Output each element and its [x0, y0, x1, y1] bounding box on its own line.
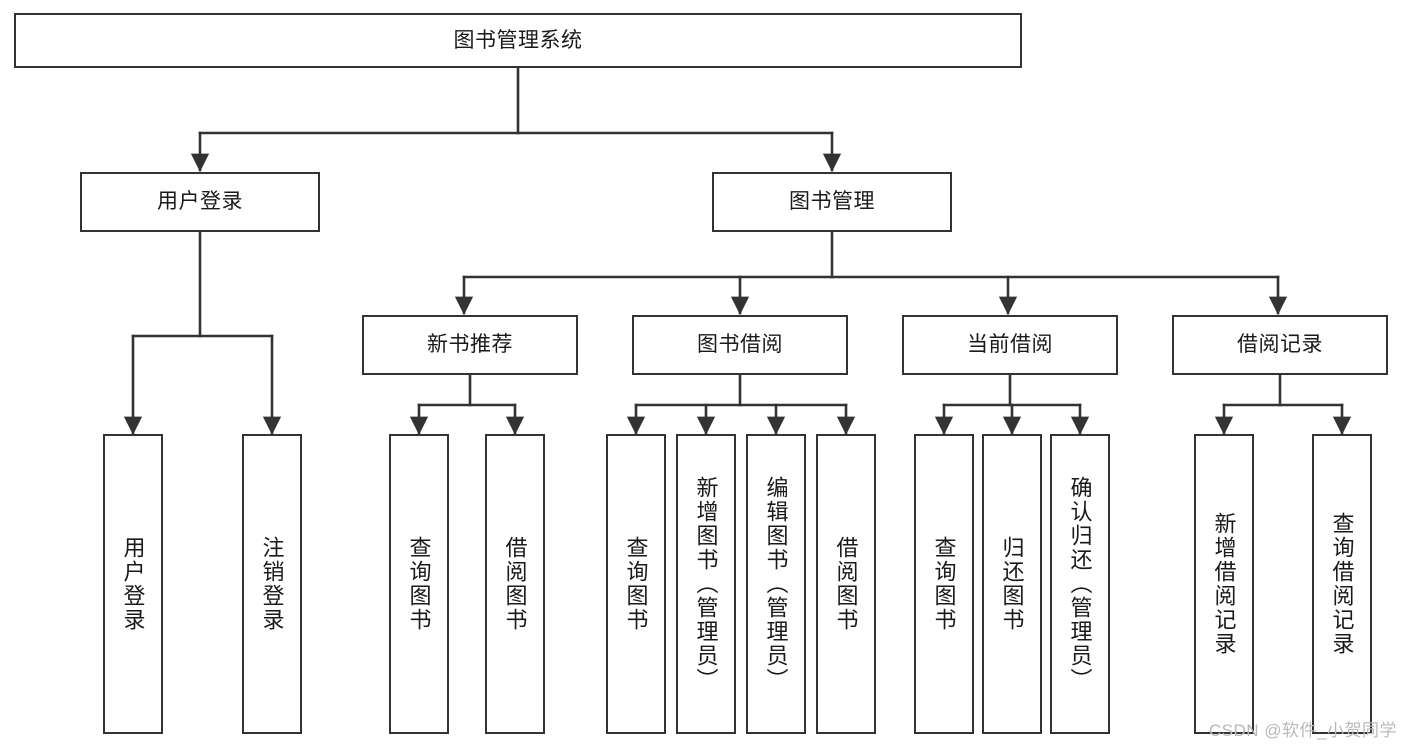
- leaf-book-borrow-add-book-admin[interactable]: 新增图书（管理员）: [676, 434, 736, 734]
- leaf-book-borrow-edit-book-admin[interactable]: 编辑图书（管理员）: [746, 434, 806, 734]
- leaf-current-borrow-confirm-return-admin[interactable]: 确认归还（管理员）: [1050, 434, 1110, 734]
- node-new-book-recommend[interactable]: 新书推荐: [362, 315, 578, 375]
- leaf-user-login-logout[interactable]: 注销登录: [242, 434, 302, 734]
- node-book-borrow[interactable]: 图书借阅: [632, 315, 848, 375]
- leaf-borrow-record-add-record[interactable]: 新增借阅记录: [1194, 434, 1254, 734]
- leaf-book-borrow-borrow-book[interactable]: 借阅图书: [816, 434, 876, 734]
- node-book-management[interactable]: 图书管理: [712, 172, 952, 232]
- leaf-new-book-query-book[interactable]: 查询图书: [389, 434, 449, 734]
- leaf-user-login-login[interactable]: 用户登录: [103, 434, 163, 734]
- node-root-book-management-system[interactable]: 图书管理系统: [14, 13, 1022, 68]
- leaf-current-borrow-query-book[interactable]: 查询图书: [914, 434, 974, 734]
- leaf-current-borrow-return-book[interactable]: 归还图书: [982, 434, 1042, 734]
- node-borrow-record[interactable]: 借阅记录: [1172, 315, 1388, 375]
- leaf-new-book-borrow-book[interactable]: 借阅图书: [485, 434, 545, 734]
- leaf-book-borrow-query-book[interactable]: 查询图书: [606, 434, 666, 734]
- csdn-watermark: CSDN @软件_小贺同学: [1208, 721, 1397, 740]
- node-current-borrow[interactable]: 当前借阅: [902, 315, 1118, 375]
- leaf-borrow-record-query-record[interactable]: 查询借阅记录: [1312, 434, 1372, 734]
- node-user-login[interactable]: 用户登录: [80, 172, 320, 232]
